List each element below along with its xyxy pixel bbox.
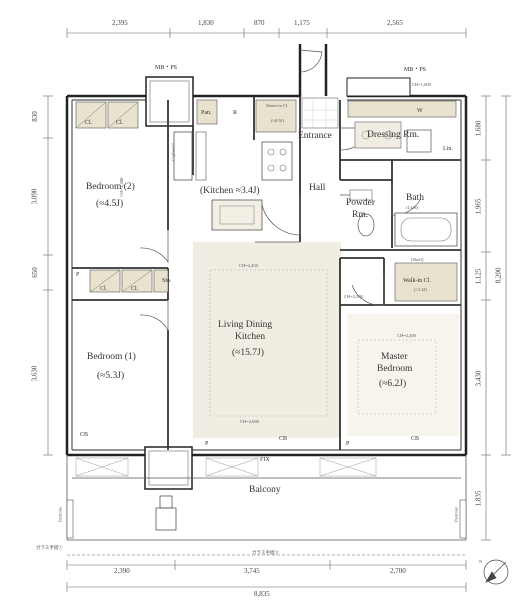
washer-label: W <box>417 108 423 114</box>
bath-size: (1418) <box>406 205 418 210</box>
closet-label-3: Cl. <box>100 286 108 292</box>
dim-right-total: 8,200 <box>494 267 503 284</box>
ldk-name-1: Living Dining <box>218 320 273 330</box>
ch-dressing: CH=1,600 <box>412 82 431 87</box>
dim-top-5: 2,565 <box>387 19 403 27</box>
dim-left-4: 3,630 <box>30 365 39 382</box>
dim-top-2: 1,830 <box>198 19 214 27</box>
linen-label: Lin. <box>443 146 453 152</box>
partition-left: Partition <box>57 506 63 523</box>
pantry-label: Pan. <box>201 110 212 116</box>
refrigerator-label: R <box>233 110 238 116</box>
storage-label: Sto. <box>162 278 172 284</box>
dim-bottom-total: 8,835 <box>254 590 270 598</box>
dim-top-4: 1,175 <box>294 19 310 27</box>
dressing-label: Dressing Rm. <box>367 130 420 140</box>
wic-name: Walk-in Cl. <box>403 278 431 284</box>
dim-bottom-1: 2,390 <box>114 567 130 575</box>
dim-left-1: 830 <box>30 111 39 122</box>
dim-top-3: 870 <box>254 19 265 27</box>
master-area: (≈6.2J) <box>379 379 407 389</box>
p-label-3: P <box>346 441 350 447</box>
ch-bedroom2: CH=2,400 <box>119 177 125 197</box>
p-label-1: P <box>76 272 80 278</box>
dimension-lines <box>43 28 511 592</box>
ch-wic: CH=2,500 <box>344 294 363 299</box>
powder-name-1: Powder <box>346 198 376 208</box>
shoes-closet-area: (≈0.5J) <box>271 118 284 123</box>
ch-bottom: CH=2,680 <box>240 419 259 424</box>
cb-label-3: CB <box>411 436 420 442</box>
closet-label-2: Cl. <box>116 120 124 126</box>
north-arrow <box>483 559 509 585</box>
bath-name: Bath <box>406 193 424 203</box>
mbps-right-label: MB・PS <box>404 67 427 73</box>
bedroom1-name: Bedroom (1) <box>87 352 136 362</box>
p-label-2: P <box>205 441 209 447</box>
closet-label-4: Cl. <box>131 286 139 292</box>
glass-rail-left: ガラス手摺① <box>36 545 63 550</box>
glass-rail-right: ガラス手摺② <box>252 550 279 555</box>
hall-label: Hall <box>309 183 326 193</box>
cupboard-label: Cupboard <box>170 143 176 162</box>
kitchen-label: (Kitchen ≈3.4J) <box>200 186 260 196</box>
cb-label-2: CB <box>279 436 288 442</box>
fix-label: FIX <box>260 457 270 463</box>
shelf-label: [Shelf] <box>411 257 424 262</box>
bedroom2-area: (≈4.5J) <box>96 199 124 209</box>
dim-bottom-2: 3,745 <box>244 567 260 575</box>
dim-right-2: 1,965 <box>474 198 483 215</box>
ldk-area: (≈15.7J) <box>232 348 264 358</box>
dim-top-1: 2,395 <box>112 19 128 27</box>
master-name-1: Master <box>381 352 408 362</box>
dim-right-4: 3,430 <box>474 370 483 387</box>
ch-ldk: CH=2,450 <box>239 263 258 268</box>
balcony-label: Balcony <box>249 485 281 495</box>
dim-left-3: 650 <box>30 267 39 278</box>
powder-name-2: Rm. <box>352 210 369 220</box>
partition-right: Partition <box>453 506 459 523</box>
shoes-closet-label: Shoes-in Cl. <box>266 103 289 108</box>
bedroom1-area: (≈5.3J) <box>97 371 125 381</box>
dim-bottom-3: 2,700 <box>390 567 406 575</box>
dim-right-balcony: 1,835 <box>474 490 483 507</box>
ldk-name-2: Kitchen <box>235 332 266 342</box>
wic-area: (≈1.2J) <box>414 287 427 292</box>
dim-left-2: 3,090 <box>30 188 39 205</box>
ch-master: CH=2,400 <box>397 333 416 338</box>
mbps-left-label: MB・PS <box>155 65 178 71</box>
master-name-2: Bedroom <box>377 364 413 374</box>
bedroom2-name: Bedroom (2) <box>86 182 135 192</box>
dim-right-3: 1,125 <box>474 268 483 285</box>
north-label: N <box>479 559 483 564</box>
entrance-label: Entrance <box>298 131 332 141</box>
closet-label-1: Cl. <box>85 120 93 126</box>
dim-right-1: 1,680 <box>474 120 483 137</box>
ldk-floor <box>193 242 341 438</box>
cb-label-1: CB <box>80 432 89 438</box>
